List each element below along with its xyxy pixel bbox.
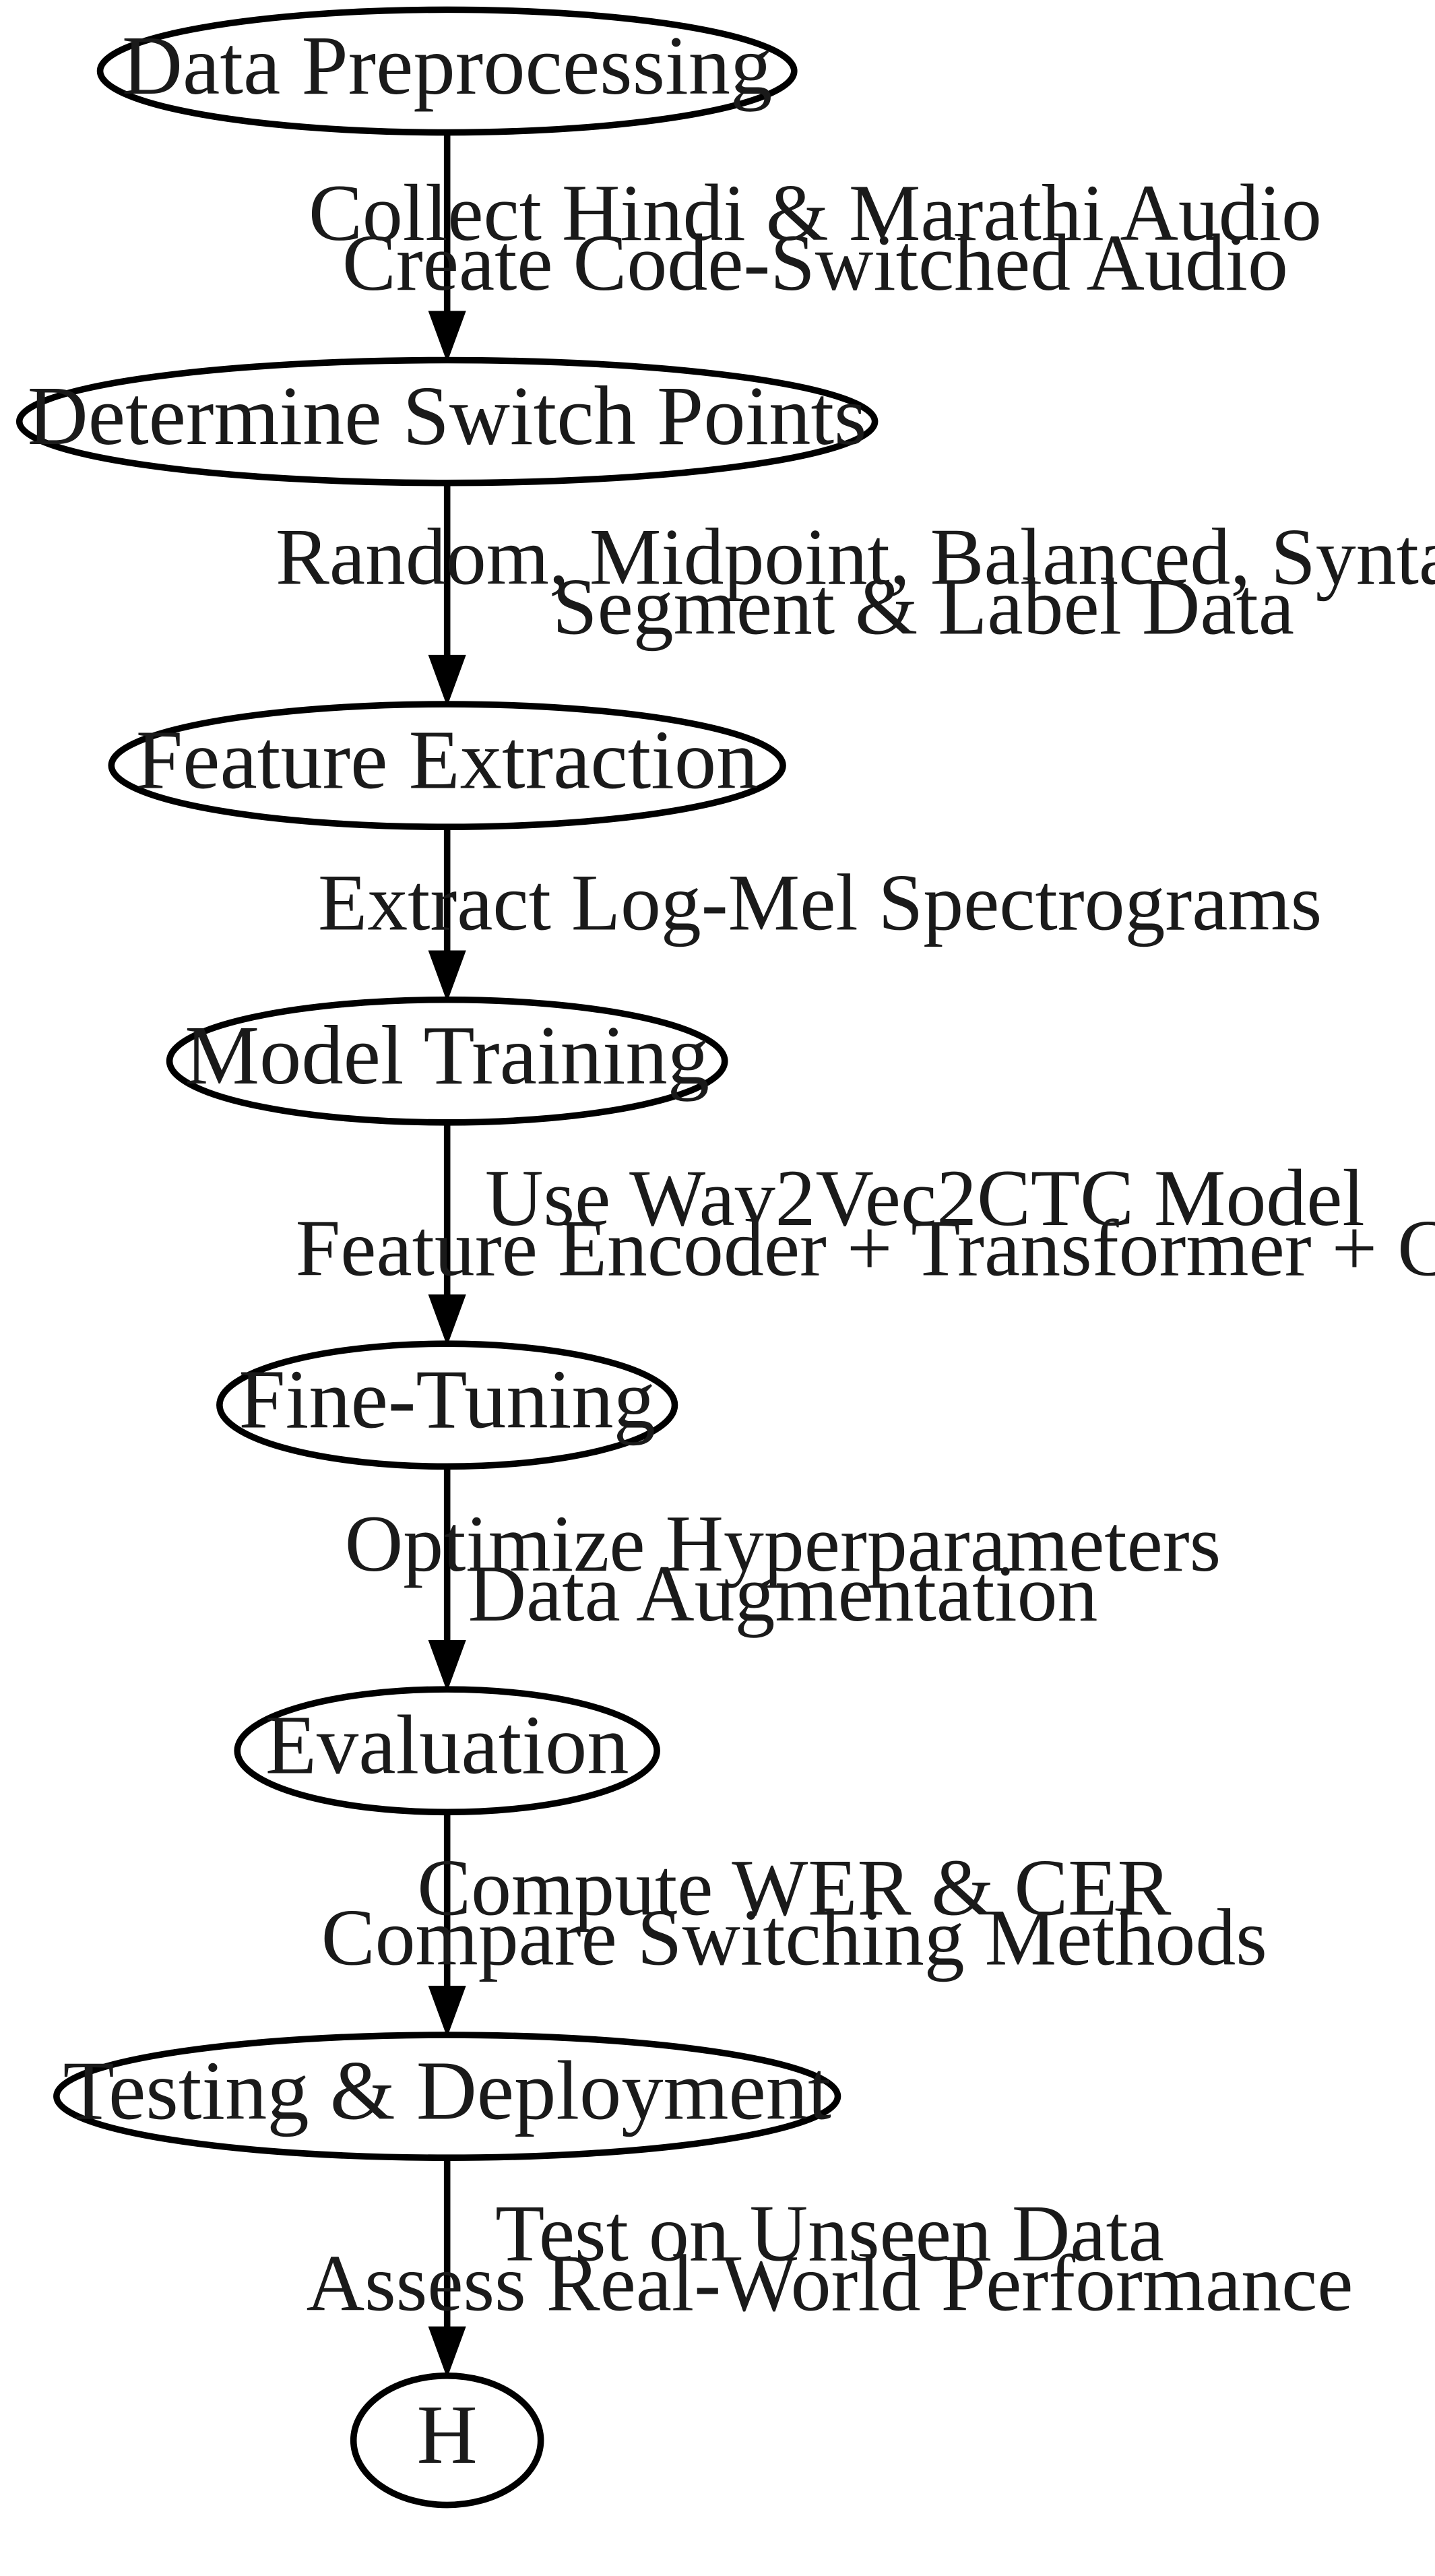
- node-fine-tuning[interactable]: Fine-Tuning: [216, 1340, 678, 1470]
- edge-evaluation-to-testing-deployment[interactable]: Compute WER & CER Compare Switching Meth…: [321, 1812, 1267, 2038]
- edge-feature-extraction-to-model-training[interactable]: Extract Log-Mel Spectrograms: [318, 827, 1322, 1003]
- edge-label: Compute WER & CER: [417, 1842, 1171, 1932]
- edge-model-training-to-fine-tuning[interactable]: Use Wav2Vec2CTC Model Feature Encoder + …: [296, 1122, 1435, 1346]
- edge-data-preprocessing-to-determine-switch-points[interactable]: Collect Hindi & Marathi Audio Create Cod…: [309, 132, 1322, 363]
- node-evaluation[interactable]: Evaluation: [234, 1686, 660, 1816]
- node-shape-ellipse: [350, 2372, 544, 2509]
- node-data-preprocessing[interactable]: Data Preprocessing: [96, 6, 798, 136]
- arrowhead-icon: [428, 311, 466, 363]
- edge-group: Collect Hindi & Marathi Audio Create Cod…: [276, 132, 1435, 2379]
- node-label: Testing & Deployment: [63, 2044, 831, 2137]
- edge-label: Random, Midpoint, Balanced, Syntactic: [276, 511, 1435, 601]
- node-label: Feature Extraction: [136, 713, 759, 806]
- edge-label: Compare Switching Methods: [321, 1893, 1267, 1982]
- node-label: H: [417, 2388, 478, 2481]
- node-shape-ellipse: [15, 356, 879, 486]
- node-h[interactable]: H: [350, 2372, 544, 2509]
- node-determine-switch-points[interactable]: Determine Switch Points: [15, 356, 879, 486]
- edge-label: Data Augmentation: [468, 1548, 1098, 1638]
- node-model-training[interactable]: Model Training: [166, 996, 728, 1126]
- node-shape-ellipse: [53, 2032, 841, 2162]
- node-shape-ellipse: [166, 996, 728, 1126]
- edge-label: Collect Hindi & Marathi Audio: [309, 168, 1322, 257]
- node-label: Fine-Tuning: [238, 1353, 655, 1446]
- edge-label: Segment & Label Data: [552, 562, 1294, 652]
- edge-label: Test on Unseen Data: [495, 2188, 1164, 2277]
- node-label: Model Training: [185, 1009, 709, 1102]
- arrowhead-icon: [428, 2326, 466, 2379]
- node-group: Data Preprocessing Determine Switch Poin…: [15, 6, 879, 2509]
- arrowhead-icon: [428, 950, 466, 1003]
- edge-label: Create Code-Switched Audio: [342, 218, 1288, 307]
- node-shape-ellipse: [96, 6, 798, 136]
- arrowhead-icon: [428, 1640, 466, 1692]
- node-label: Determine Switch Points: [28, 369, 867, 462]
- node-testing-deployment[interactable]: Testing & Deployment: [53, 2032, 841, 2162]
- node-shape-ellipse: [108, 701, 786, 830]
- edge-testing-deployment-to-h[interactable]: Test on Unseen Data Assess Real-World Pe…: [307, 2158, 1353, 2379]
- arrowhead-icon: [428, 654, 466, 707]
- node-shape-ellipse: [234, 1686, 660, 1816]
- node-shape-ellipse: [216, 1340, 678, 1470]
- arrowhead-icon: [428, 1985, 466, 2038]
- arrowhead-icon: [428, 1294, 466, 1346]
- edge-label: Optimize Hyperparameters: [345, 1499, 1221, 1588]
- node-label: Data Preprocessing: [122, 19, 772, 112]
- node-label: Evaluation: [265, 1699, 629, 1792]
- edge-determine-switch-points-to-feature-extraction[interactable]: Random, Midpoint, Balanced, Syntactic Se…: [276, 482, 1435, 707]
- edge-fine-tuning-to-evaluation[interactable]: Optimize Hyperparameters Data Augmentati…: [345, 1466, 1221, 1692]
- edge-label: Assess Real-World Performance: [307, 2238, 1353, 2328]
- edge-label: Extract Log-Mel Spectrograms: [318, 857, 1322, 947]
- edge-label: Feature Encoder + Transformer + CTC: [296, 1203, 1435, 1292]
- edge-label: Use Wav2Vec2CTC Model: [485, 1153, 1365, 1243]
- node-feature-extraction[interactable]: Feature Extraction: [108, 701, 786, 830]
